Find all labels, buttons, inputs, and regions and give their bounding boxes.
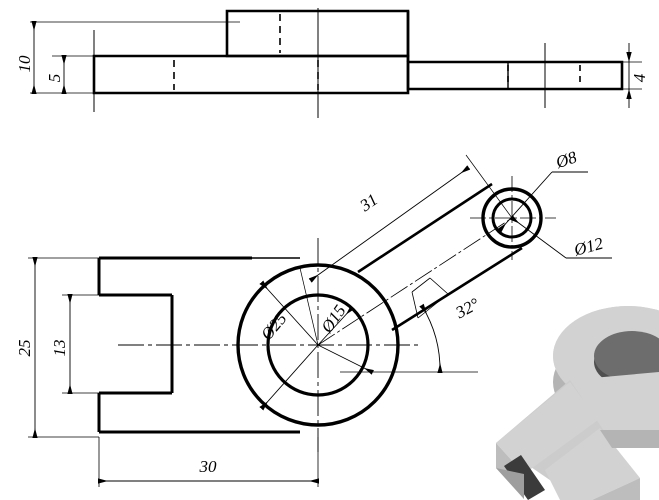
top-view-web-plate-outline — [92, 54, 410, 95]
ext-line-31-boss — [465, 154, 513, 219]
dim-label-thickness-total: 10 — [15, 55, 34, 73]
iso-fork-upper-arm-top — [496, 382, 598, 474]
iso-fork-edge-shadow — [496, 468, 524, 499]
front-view-arm-tick-2 — [417, 293, 449, 319]
front-view-arm-tick-1 — [411, 277, 431, 293]
dim-line-hub-bore-diameter — [317, 305, 355, 346]
dim-arrow-tab-upper — [626, 52, 632, 62]
iso-fork-lower-arm-side — [592, 478, 640, 500]
dim-line-arm-length — [308, 165, 471, 283]
dim-label-boss-outer-diameter: Ø12 — [571, 234, 606, 260]
iso-fork-lower-arm-top — [545, 428, 640, 500]
top-view-right-tab-outline — [406, 60, 624, 91]
iso-model-group — [496, 306, 659, 500]
dim-label-height-overall: 25 — [15, 340, 34, 357]
front-view-arm-tick-3 — [411, 291, 419, 319]
dim-arc-arm-angle — [419, 303, 443, 374]
iso-fork-slot-dark — [504, 455, 545, 500]
dim-arrow-tab-lower — [626, 89, 632, 99]
dim-label-hub-outer-diameter: Ø25 — [256, 309, 290, 344]
dim-label-arm-angle: 32° — [452, 294, 483, 323]
front-view-arm-tick-4 — [429, 277, 449, 295]
dim-label-thickness-web: 5 — [45, 74, 64, 83]
dim-label-slot-width: 13 — [50, 340, 69, 357]
dim-label-length-body: 30 — [199, 457, 218, 476]
dim-label-arm-length: 31 — [356, 190, 382, 216]
ext-line-31-hub — [299, 267, 319, 346]
dim-line-hub-outer-diameter — [259, 280, 319, 346]
leader-line-boss-outer-diameter — [509, 215, 567, 259]
dim-label-hub-bore-diameter: Ø15 — [317, 301, 350, 337]
dim-label-boss-bore-diameter: Ø8 — [553, 147, 580, 172]
front-view-arm-centerline — [317, 217, 513, 346]
top-view-group: 10 5 4 — [15, 8, 649, 118]
leader-line-boss-bore-diameter — [497, 171, 553, 233]
front-view-arm-edge-upper — [357, 182, 493, 274]
iso-ring-bore — [594, 331, 659, 381]
dim-line-hub-bore-diameter-2 — [317, 344, 375, 375]
front-view-arm-edge-lower — [391, 246, 523, 332]
dim-label-thickness-tab: 4 — [630, 73, 649, 82]
iso-plate-side — [600, 430, 659, 448]
dim-line-hub-outer-diameter-2 — [259, 344, 319, 411]
